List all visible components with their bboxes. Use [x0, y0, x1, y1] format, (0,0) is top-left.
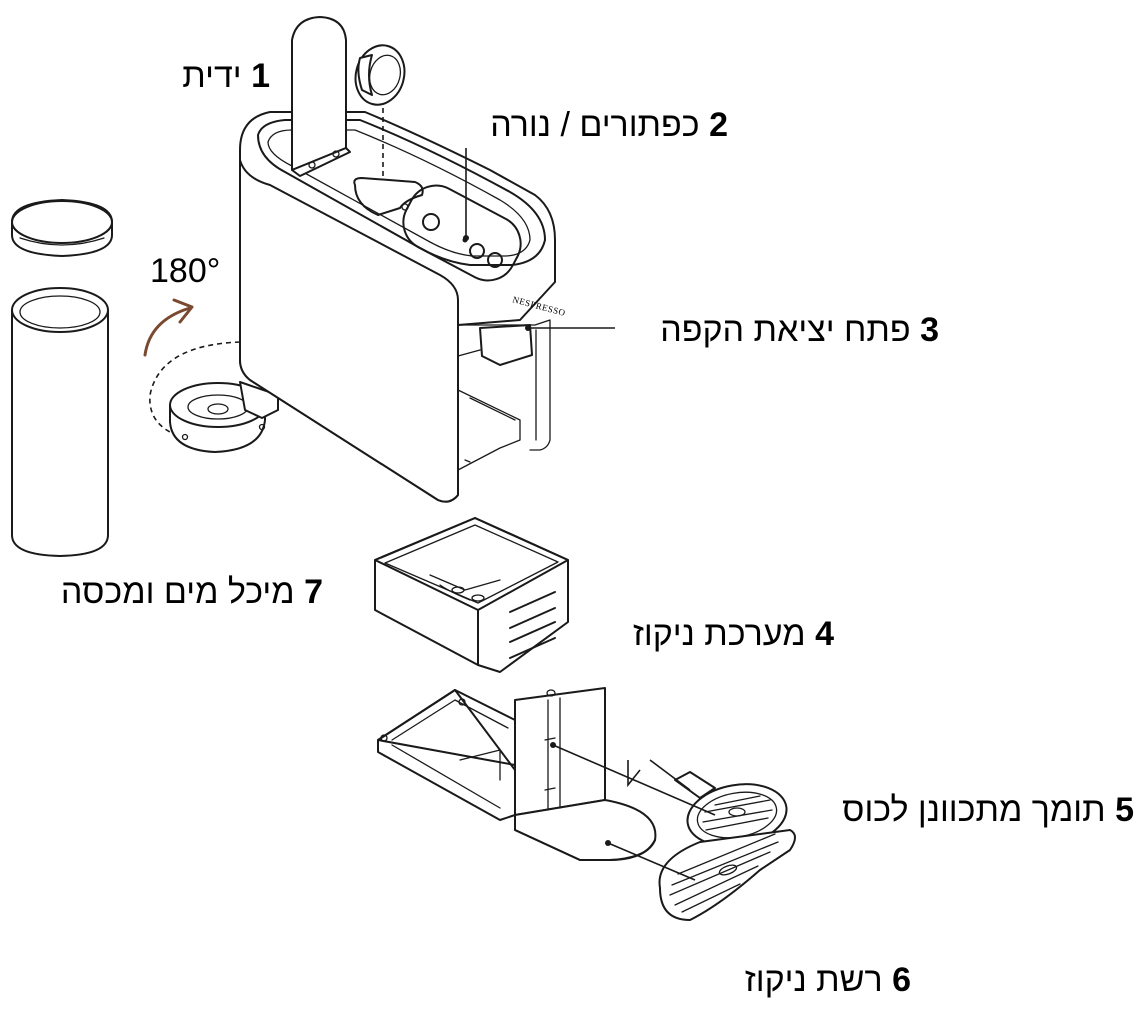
label-buttons-number: 2: [709, 106, 728, 144]
water-tank-lid: [11, 199, 113, 257]
label-capsule-container-number: 4: [815, 615, 834, 653]
label-outlet-number: 3: [920, 311, 939, 349]
label-drip-grid: 6 רשת ניקוז: [745, 963, 911, 997]
machine-body: NESPRESSO: [239, 111, 567, 503]
label-buttons: 2 כפתורים / נורה: [490, 108, 728, 142]
capsule: [354, 44, 406, 106]
leader-cup-support: [552, 744, 716, 816]
label-cup-support: 5 תומך מתכוונן לכוס: [842, 793, 1134, 827]
label-drip-grid-number: 6: [892, 961, 911, 999]
cup-support-stand: [514, 687, 657, 861]
rotation-label: 180°: [150, 252, 221, 290]
tank-base: [169, 382, 267, 453]
capsule-container: [374, 517, 569, 673]
label-cup-support-text: תומך מתכוונן לכוס: [842, 791, 1106, 829]
rotation-arrow: [143, 298, 194, 357]
label-buttons-text: כפתורים / נורה: [490, 106, 700, 144]
label-capsule-container-text: מערכת ניקוז: [632, 615, 806, 653]
label-handle-text: ידית: [182, 57, 242, 95]
label-handle-number: 1: [251, 57, 270, 95]
label-capsule-container: 4 מערכת ניקוז: [633, 617, 834, 651]
label-water-tank-text: מיכל מים ומכסה: [60, 573, 295, 611]
label-outlet-text: פתח יציאת הקפה: [660, 311, 911, 349]
label-water-tank-number: 7: [304, 573, 323, 611]
water-tank: [11, 287, 109, 557]
handle-lever: [291, 16, 351, 177]
drip-tray: [377, 689, 516, 821]
label-cup-support-number: 5: [1115, 791, 1134, 829]
label-outlet: 3 פתח יציאת הקפה: [660, 313, 939, 347]
leader-drip-grid: [607, 842, 696, 881]
leader-cup-support-dash: [627, 759, 691, 791]
label-handle: 1 ידית: [182, 59, 270, 93]
drip-grid: [658, 829, 796, 921]
label-drip-grid-text: רשת ניקוז: [744, 961, 883, 999]
label-water-tank: 7 מיכל מים ומכסה: [61, 575, 323, 609]
